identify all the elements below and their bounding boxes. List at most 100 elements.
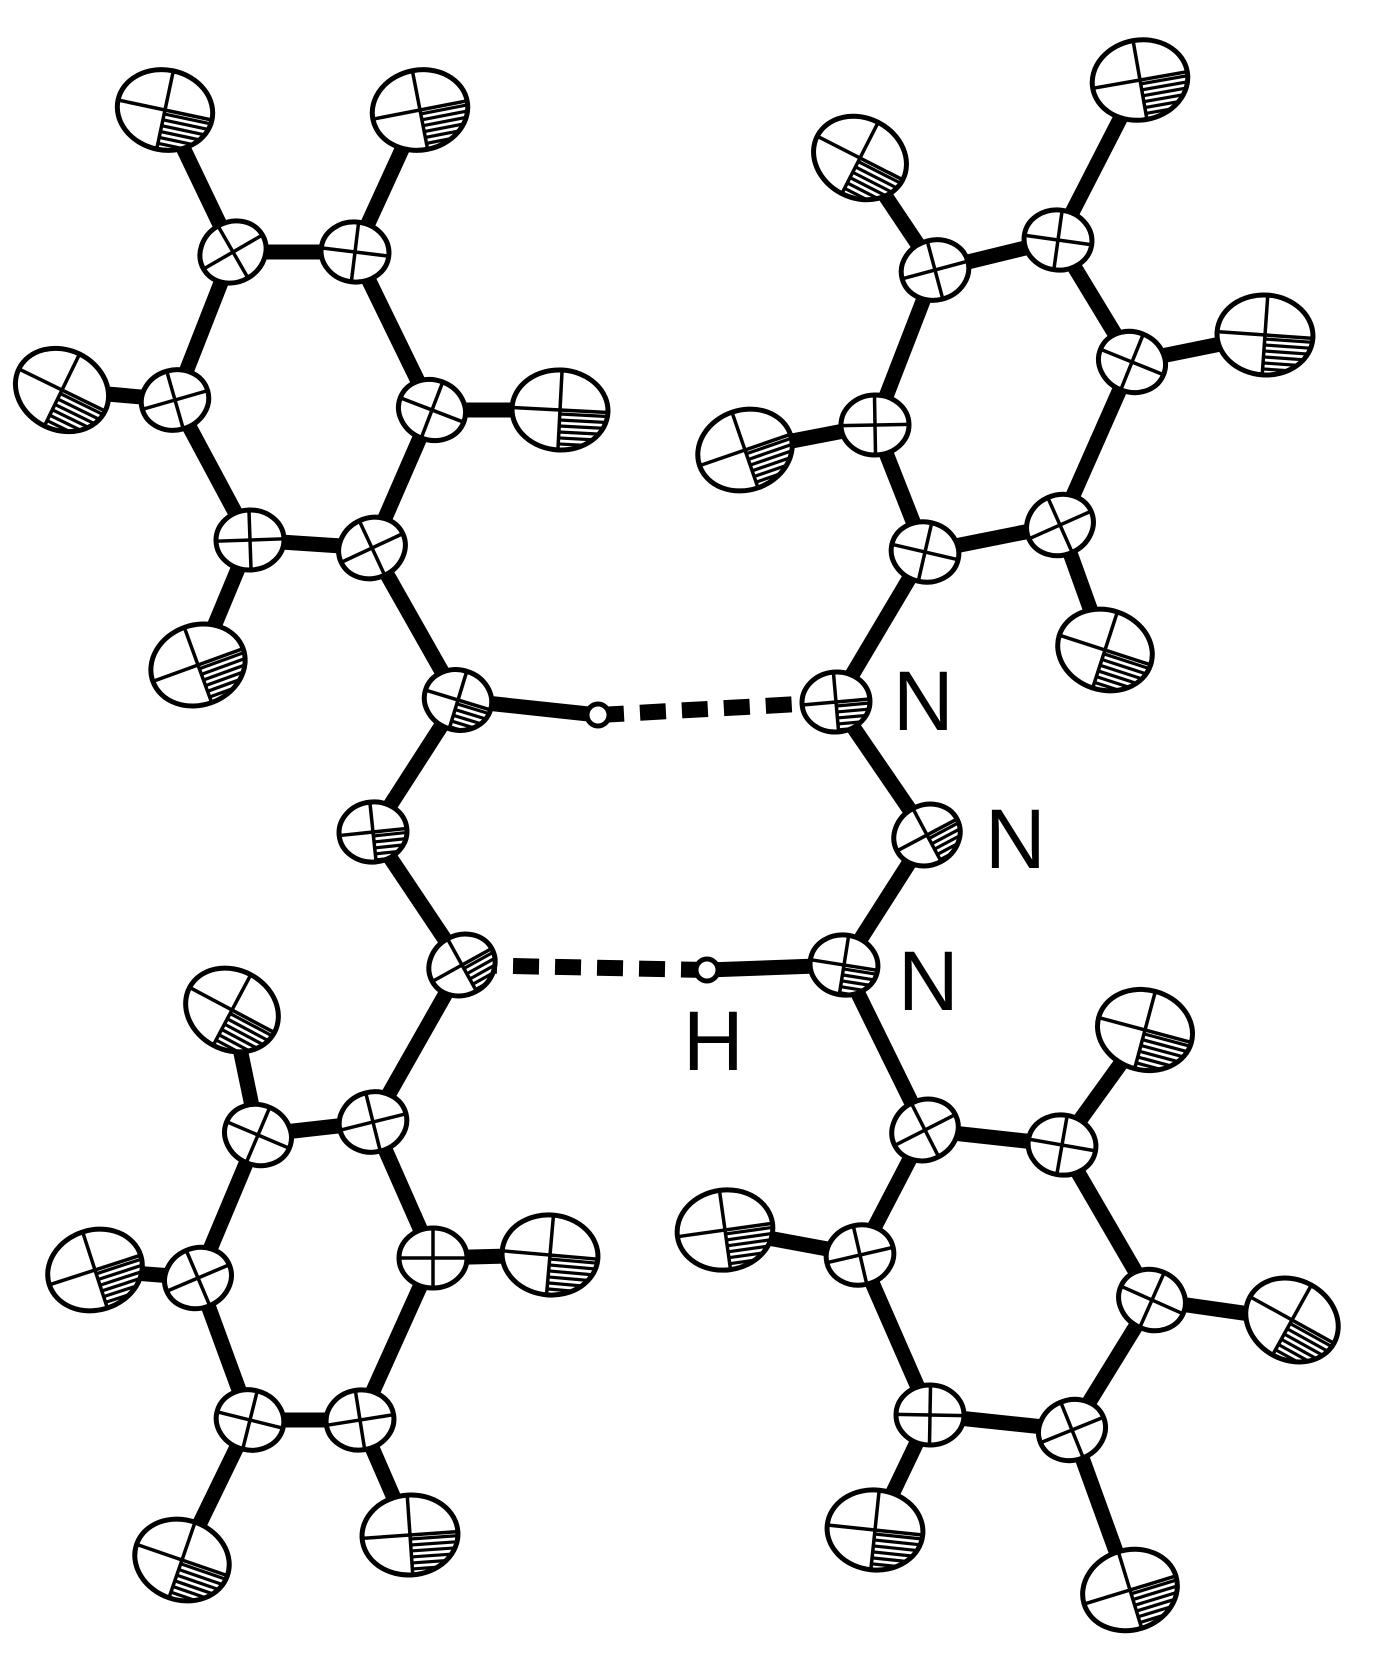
- hatch-line: [54, 402, 99, 427]
- carbon-atom-e6: [1036, 1396, 1108, 1464]
- hatch-line: [1130, 1578, 1178, 1596]
- fluorine-atom-f2: [369, 67, 475, 153]
- hatch-line: [161, 124, 209, 138]
- chain-atom-n2: [891, 801, 971, 869]
- hatch-line: [423, 120, 472, 134]
- hydrogen-bonds-layer: [461, 694, 837, 978]
- hatch-line: [411, 1546, 460, 1553]
- hatch-line: [1132, 1583, 1180, 1602]
- principal-axis: [1119, 333, 1145, 391]
- carbon-atom-b2: [898, 237, 972, 303]
- carbon-atom-e5: [893, 1382, 967, 1448]
- hatch-line: [95, 1257, 143, 1276]
- carbon-atom-b5: [1024, 491, 1096, 559]
- chain-atom-c1: [421, 667, 495, 739]
- principal-axis: [837, 935, 851, 995]
- fluorine-atom-h4: [132, 1516, 232, 1614]
- chain-atom-n1: [799, 669, 873, 735]
- fluorine-atom-h3: [45, 1226, 154, 1314]
- hatch-line: [559, 418, 608, 425]
- hatch-line: [468, 961, 501, 981]
- carbon-atom-a4: [395, 376, 469, 444]
- hatch-line: [226, 1017, 271, 1043]
- hatch-line: [727, 1237, 775, 1248]
- hatch-line: [559, 424, 608, 431]
- hatch-line: [1138, 1049, 1187, 1066]
- hatch-line: [220, 1028, 265, 1054]
- hatch-line: [1263, 349, 1312, 356]
- hatch-line: [933, 831, 966, 851]
- hatch-line: [99, 1268, 147, 1287]
- n-label-top: N: [893, 654, 954, 748]
- hatch-line: [1099, 663, 1147, 682]
- hatch-line: [1142, 85, 1191, 98]
- hatch-line: [1289, 1322, 1333, 1349]
- principal-axis: [1138, 1271, 1166, 1329]
- carbon-atom-d4: [162, 1244, 234, 1312]
- chain-atom-c3: [426, 931, 507, 999]
- hatch-line: [178, 1567, 225, 1587]
- carbon-atom-d3: [396, 1225, 470, 1291]
- fluorine-atom-k4: [824, 1487, 926, 1575]
- principal-axis: [1260, 294, 1270, 376]
- hatch-line: [548, 1263, 598, 1271]
- principal-axis: [1046, 496, 1074, 554]
- hatch-line: [176, 1573, 223, 1593]
- fluorine-atom-f1: [114, 67, 216, 160]
- principal-axis: [1052, 210, 1064, 270]
- hatch-line: [223, 1022, 268, 1049]
- hatch-line: [841, 979, 876, 988]
- hatch-line: [174, 1579, 221, 1598]
- hatch-line: [1263, 355, 1312, 362]
- hatch-line: [1283, 1332, 1328, 1359]
- principal-axis: [916, 522, 934, 582]
- hatch-line: [97, 1263, 145, 1282]
- hydrogen-sphere: [693, 956, 721, 984]
- hatch-line: [857, 160, 902, 185]
- carbon-atom-a1: [197, 218, 269, 286]
- hatch-line: [852, 170, 897, 196]
- hatch-line: [59, 392, 105, 417]
- hatch-line: [410, 1540, 459, 1547]
- hatch-line: [930, 826, 963, 846]
- hatch-line: [873, 1544, 922, 1553]
- hatch-line: [1143, 1032, 1191, 1048]
- hatch-line: [452, 713, 487, 727]
- hatch-line: [549, 1257, 598, 1265]
- hatch-line: [747, 442, 795, 461]
- hatch-line: [373, 830, 408, 838]
- principal-axis: [216, 225, 250, 279]
- hatch-line: [849, 176, 894, 201]
- hatch-line: [1264, 337, 1313, 344]
- principal-axis: [909, 1102, 941, 1158]
- fluorine-atom-g1: [1089, 37, 1195, 123]
- hatch-line: [202, 662, 250, 682]
- hatch-line: [1140, 1043, 1188, 1060]
- principal-axis: [241, 1390, 259, 1450]
- hatch-line: [200, 656, 248, 676]
- hatch-line: [454, 708, 489, 722]
- principal-axis: [925, 240, 945, 300]
- hatch-line: [51, 408, 97, 433]
- fluorine-atom-f3: [12, 345, 112, 447]
- hatch-line: [180, 1562, 227, 1581]
- principal-axis: [544, 1214, 556, 1296]
- hatch-line: [873, 1538, 922, 1547]
- hatch-line: [843, 967, 878, 976]
- hatch-line: [1134, 1589, 1182, 1607]
- carbon-atom-e2: [1025, 1112, 1099, 1178]
- principal-axis: [831, 671, 841, 733]
- hatch-line: [1101, 657, 1149, 676]
- chain-atom-c2: [336, 799, 410, 865]
- principal-axis: [872, 394, 878, 456]
- hydrogen-atom-ha: [584, 701, 612, 729]
- hatch-line: [410, 1534, 459, 1541]
- hatch-line: [836, 701, 871, 708]
- fluorine-atom-k2: [674, 1187, 779, 1273]
- carbon-atom-b1: [1021, 207, 1095, 273]
- principal-axis: [1131, 40, 1149, 120]
- hydrogen-sphere: [584, 701, 612, 729]
- hatch-line: [548, 1269, 597, 1277]
- hatch-line: [466, 955, 498, 976]
- principal-axis: [445, 937, 479, 993]
